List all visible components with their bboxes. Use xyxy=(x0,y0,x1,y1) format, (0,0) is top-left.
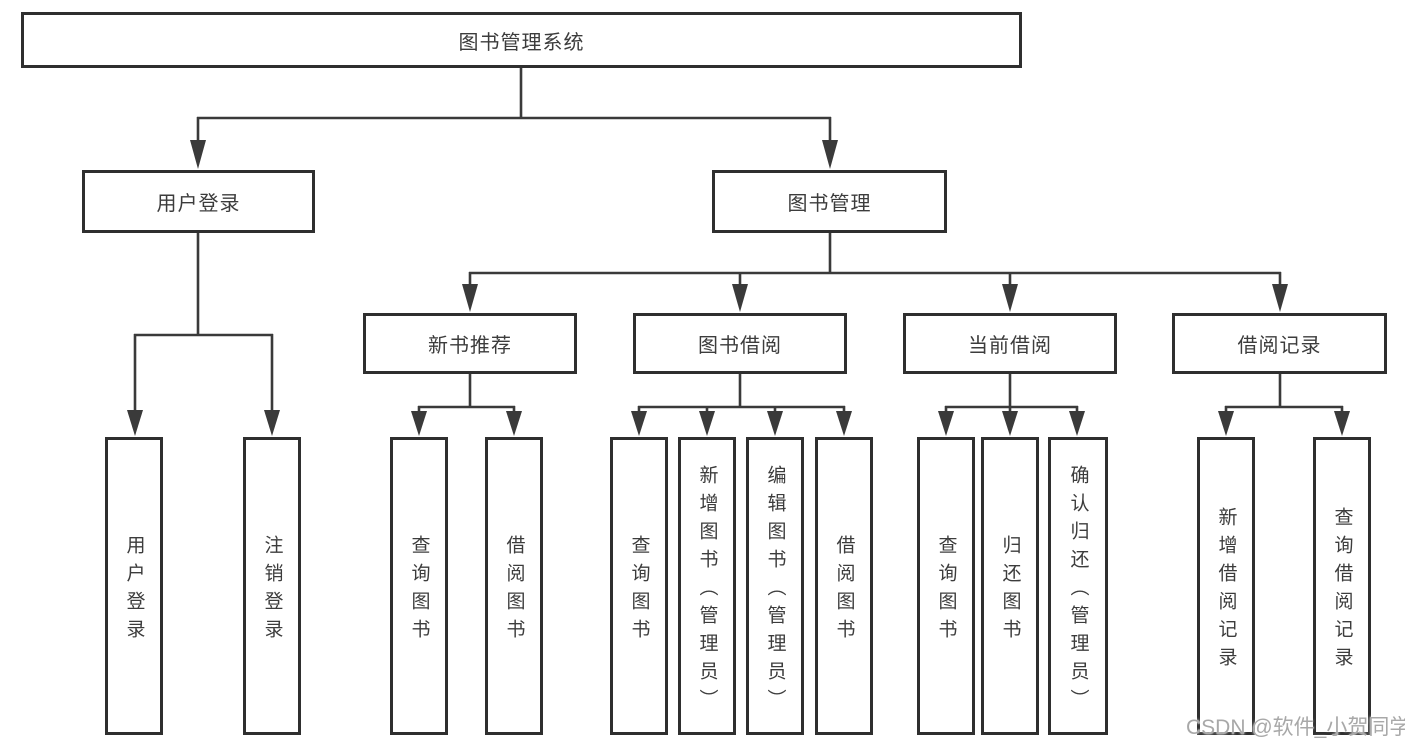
leaf-borrow-add-book-admin-label: 新增图书（管理员） xyxy=(696,464,718,717)
leaf-rec-borrow-book-label: 借阅图书 xyxy=(503,534,525,647)
leaf-borrow-edit-book-admin-label: 编辑图书（管理员） xyxy=(764,464,786,717)
leaf-borrow-edit-book-admin: 编辑图书（管理员） xyxy=(746,437,804,735)
leaf-borrow-query-book-label: 查询图书 xyxy=(628,534,650,647)
leaf-current-query-book-label: 查询图书 xyxy=(935,534,957,647)
leaf-current-query-book: 查询图书 xyxy=(917,437,975,735)
leaf-borrow-query-book: 查询图书 xyxy=(610,437,668,735)
leaf-rec-query-book-label: 查询图书 xyxy=(408,534,430,647)
node-user-login-label: 用户登录 xyxy=(156,193,241,215)
node-book-management: 图书管理 xyxy=(712,170,947,233)
leaf-records-query-record: 查询借阅记录 xyxy=(1313,437,1371,735)
node-borrow-record: 借阅记录 xyxy=(1172,313,1387,374)
leaf-borrow-borrow-book: 借阅图书 xyxy=(815,437,873,735)
node-borrow-record-label: 借阅记录 xyxy=(1237,335,1322,357)
leaf-records-query-record-label: 查询借阅记录 xyxy=(1331,506,1353,675)
node-root-system: 图书管理系统 xyxy=(21,12,1022,68)
node-book-management-label: 图书管理 xyxy=(787,193,872,215)
connector-arrows xyxy=(127,140,1350,436)
leaf-current-return-book: 归还图书 xyxy=(981,437,1039,735)
leaf-logout-label: 注销登录 xyxy=(261,534,283,647)
node-book-borrow: 图书借阅 xyxy=(633,313,847,374)
node-root-system-label: 图书管理系统 xyxy=(458,31,585,54)
node-book-borrow-label: 图书借阅 xyxy=(698,335,782,357)
node-current-borrow-label: 当前借阅 xyxy=(968,335,1052,357)
leaf-current-confirm-return-admin-label: 确认归还（管理员） xyxy=(1067,464,1089,717)
node-new-book-recommend-label: 新书推荐 xyxy=(428,335,512,357)
csdn-watermark: CSDN @软件_小贺同学 xyxy=(1186,716,1405,739)
node-user-login: 用户登录 xyxy=(82,170,315,233)
leaf-user-login-label: 用户登录 xyxy=(123,534,145,647)
leaf-current-confirm-return-admin: 确认归还（管理员） xyxy=(1048,437,1108,735)
leaf-records-add-record: 新增借阅记录 xyxy=(1197,437,1255,735)
node-current-borrow: 当前借阅 xyxy=(903,313,1117,374)
leaf-borrow-add-book-admin: 新增图书（管理员） xyxy=(678,437,736,735)
leaf-logout: 注销登录 xyxy=(243,437,301,735)
leaf-current-return-book-label: 归还图书 xyxy=(999,534,1021,647)
leaf-records-add-record-label: 新增借阅记录 xyxy=(1215,506,1237,675)
leaf-borrow-borrow-book-label: 借阅图书 xyxy=(833,534,855,647)
leaf-rec-borrow-book: 借阅图书 xyxy=(485,437,543,735)
leaf-user-login: 用户登录 xyxy=(105,437,163,735)
leaf-rec-query-book: 查询图书 xyxy=(390,437,448,735)
node-new-book-recommend: 新书推荐 xyxy=(363,313,577,374)
